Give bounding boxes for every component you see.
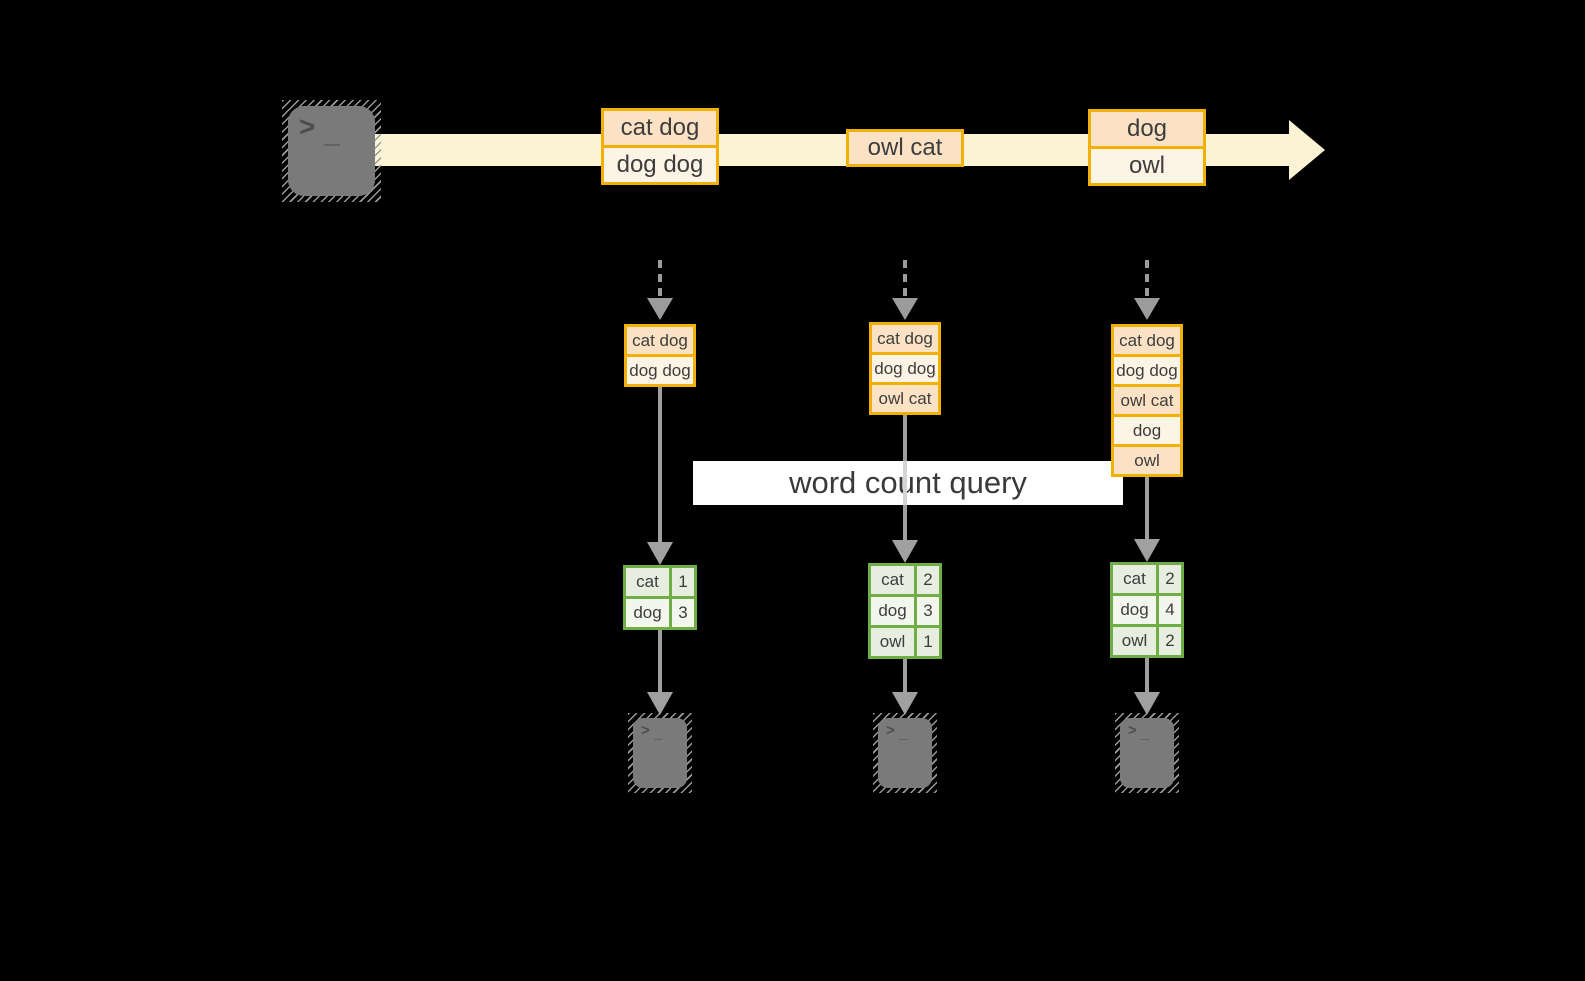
sink-arrow-head-1 — [647, 692, 673, 715]
terminal-cursor-icon: _ — [654, 725, 663, 742]
dashed-arrow-head-3 — [1134, 298, 1160, 320]
query-banner: word count query — [693, 461, 1123, 505]
word-cell: dog — [626, 599, 669, 627]
dashed-arrow-head-2 — [892, 298, 918, 320]
word-cell: cat — [626, 568, 669, 596]
word-cell: cat — [871, 566, 914, 594]
terminal-cursor-icon: _ — [1141, 725, 1150, 742]
terminal-cursor-icon: _ — [324, 117, 340, 148]
terminal-screen: > _ — [1120, 718, 1174, 788]
source-terminal-icon: > _ — [282, 100, 381, 202]
sink-arrow-line-1 — [658, 630, 662, 692]
arrow-through-banner — [903, 461, 907, 505]
table-row: cat 2 — [871, 566, 939, 594]
stream-record: cat dog — [604, 111, 716, 145]
table-row: owl 1 — [871, 628, 939, 656]
window-stack-2: cat dog dog dog owl cat — [869, 322, 941, 415]
sink-arrow-head-3 — [1134, 692, 1160, 715]
window-stack-3: cat dog dog dog owl cat dog owl — [1111, 324, 1183, 477]
terminal-prompt-icon: > — [641, 722, 650, 739]
count-cell: 2 — [1159, 565, 1181, 593]
result-table-3: cat 2 dog 4 owl 2 — [1110, 562, 1184, 658]
count-cell: 3 — [672, 599, 694, 627]
sink-arrow-line-2 — [903, 659, 907, 692]
query-arrow-head-1 — [647, 542, 673, 565]
terminal-prompt-icon: > — [1128, 722, 1137, 739]
count-cell: 3 — [917, 597, 939, 625]
stream-event-box-1: cat dog dog dog — [601, 108, 719, 185]
table-row: cat 2 — [1113, 565, 1181, 593]
query-arrow-head-2 — [892, 540, 918, 563]
dashed-arrow-head-1 — [647, 298, 673, 320]
window-record: cat dog — [627, 327, 693, 354]
window-record: dog dog — [1114, 357, 1180, 384]
window-record: owl cat — [1114, 387, 1180, 414]
word-cell: dog — [871, 597, 914, 625]
count-cell: 2 — [917, 566, 939, 594]
sink-terminal-icon-1: > _ — [628, 713, 692, 793]
stream-event-box-3: dog owl — [1088, 109, 1206, 186]
window-record: dog dog — [627, 357, 693, 384]
window-record: cat dog — [872, 325, 938, 352]
terminal-screen: > _ — [288, 106, 375, 196]
stream-arrow-head-icon — [1289, 120, 1325, 180]
window-record: owl cat — [872, 385, 938, 412]
window-record: owl — [1114, 447, 1180, 474]
terminal-screen: > _ — [878, 718, 932, 788]
terminal-prompt-icon: > — [299, 111, 316, 142]
result-table-1: cat 1 dog 3 — [623, 565, 697, 630]
stream-record: dog dog — [604, 148, 716, 182]
stream-record: dog — [1091, 112, 1203, 146]
window-record: cat dog — [1114, 327, 1180, 354]
query-banner-label: word count query — [789, 465, 1027, 500]
window-record: dog — [1114, 417, 1180, 444]
sink-arrow-head-2 — [892, 692, 918, 715]
word-cell: owl — [1113, 627, 1156, 655]
count-cell: 4 — [1159, 596, 1181, 624]
count-cell: 2 — [1159, 627, 1181, 655]
count-cell: 1 — [917, 628, 939, 656]
terminal-prompt-icon: > — [886, 722, 895, 739]
stream-record: owl cat — [849, 132, 961, 164]
word-cell: dog — [1113, 596, 1156, 624]
window-stack-1: cat dog dog dog — [624, 324, 696, 387]
table-row: cat 1 — [626, 568, 694, 596]
dashed-arrow-line-2 — [903, 260, 907, 296]
dashed-arrow-line-1 — [658, 260, 662, 296]
window-record: dog dog — [872, 355, 938, 382]
query-arrow-line-3 — [1145, 474, 1149, 539]
count-cell: 1 — [672, 568, 694, 596]
table-row: owl 2 — [1113, 627, 1181, 655]
table-row: dog 3 — [626, 599, 694, 627]
sink-terminal-icon-2: > _ — [873, 713, 937, 793]
terminal-cursor-icon: _ — [899, 725, 908, 742]
table-row: dog 4 — [1113, 596, 1181, 624]
query-arrow-head-3 — [1134, 539, 1160, 562]
dashed-arrow-line-3 — [1145, 260, 1149, 296]
terminal-screen: > _ — [633, 718, 687, 788]
word-cell: owl — [871, 628, 914, 656]
table-row: dog 3 — [871, 597, 939, 625]
sink-arrow-line-3 — [1145, 658, 1149, 692]
result-table-2: cat 2 dog 3 owl 1 — [868, 563, 942, 659]
stream-event-box-2: owl cat — [846, 129, 964, 167]
sink-terminal-icon-3: > _ — [1115, 713, 1179, 793]
query-arrow-line-1 — [658, 387, 662, 543]
stream-record: owl — [1091, 149, 1203, 183]
word-cell: cat — [1113, 565, 1156, 593]
